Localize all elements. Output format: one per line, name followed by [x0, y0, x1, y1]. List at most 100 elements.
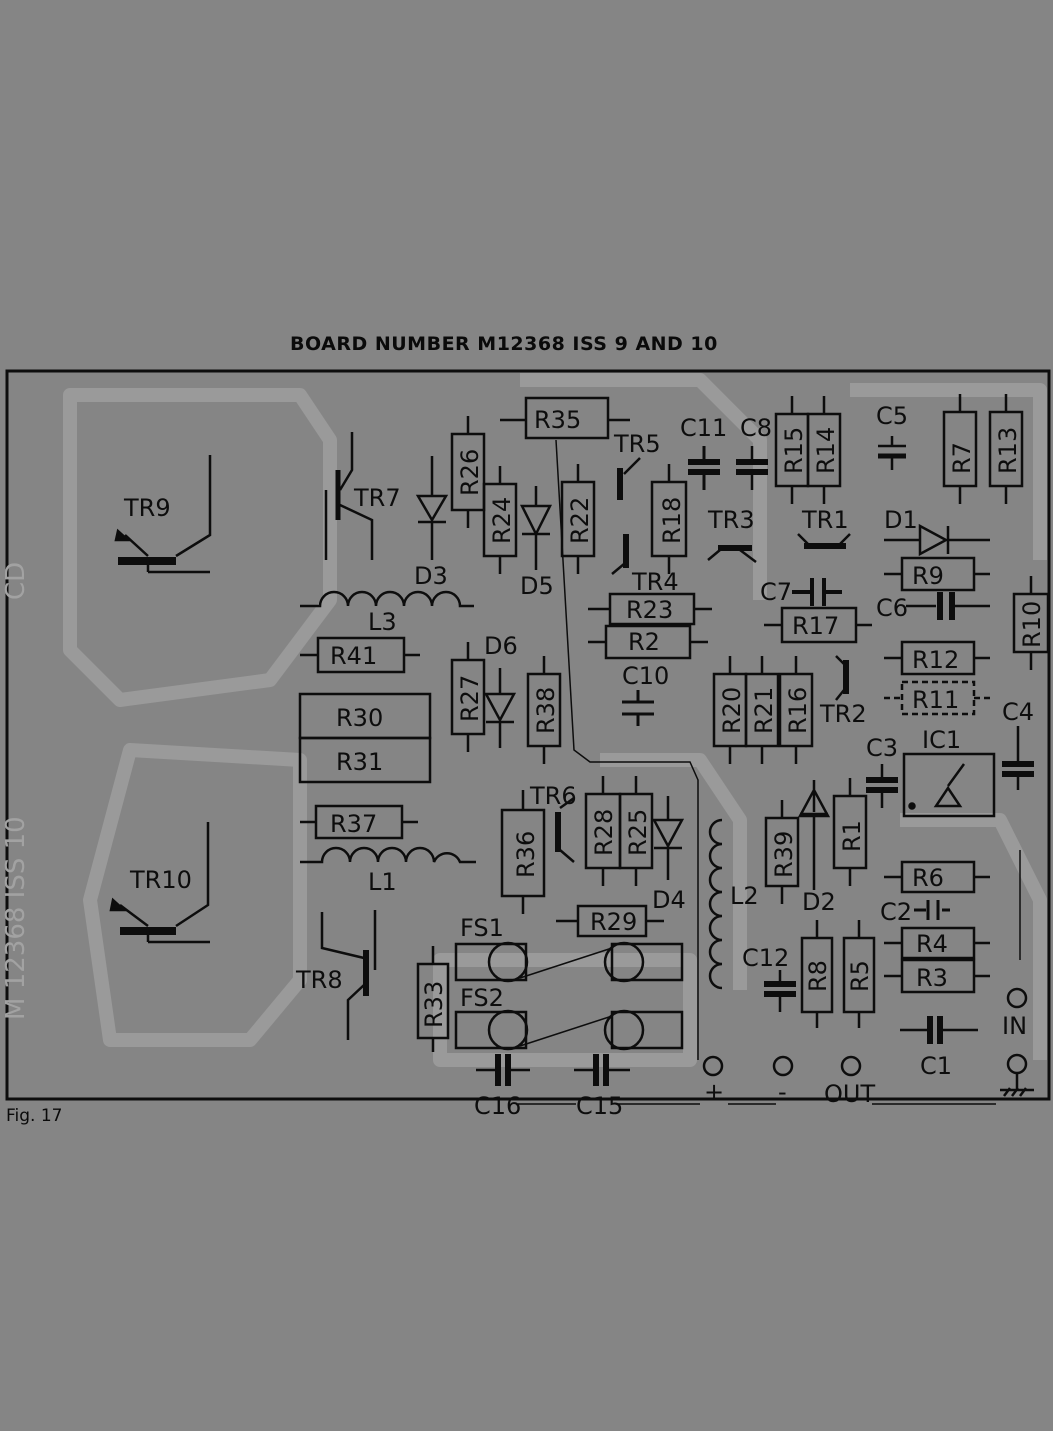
label-r17: R17	[792, 612, 839, 640]
capacitor-c1	[900, 1016, 978, 1044]
label-tr3: TR3	[707, 506, 755, 534]
label-c4: C4	[1002, 698, 1034, 726]
label-r12: R12	[912, 646, 959, 674]
diode-d4	[651, 796, 685, 880]
transistor-tr3	[707, 545, 757, 563]
figure-label: Fig. 17	[6, 1106, 63, 1126]
label-r18: R18	[658, 497, 686, 544]
label-c16: C16	[474, 1092, 521, 1120]
diode-d3	[415, 456, 449, 560]
capacitor-c15	[574, 1054, 630, 1086]
label-d1: D1	[884, 506, 918, 534]
label-r22: R22	[566, 497, 594, 544]
label-r14: R14	[812, 427, 840, 474]
label-r37: R37	[330, 810, 377, 838]
pad-plus	[702, 1055, 724, 1077]
label-r7: R7	[948, 442, 976, 474]
capacitor-c6	[906, 592, 990, 620]
capacitor-c2	[914, 900, 950, 920]
label-r6: R6	[912, 864, 944, 892]
label-l3: L3	[368, 608, 397, 636]
label-l1: L1	[368, 868, 397, 896]
capacitor-c4	[1002, 726, 1034, 790]
pad-minus	[772, 1055, 794, 1077]
label-tr7: TR7	[353, 484, 401, 512]
resistor-r11	[900, 680, 976, 716]
label-tr5: TR5	[613, 430, 661, 458]
pcb-traces	[63, 373, 1047, 1067]
board-title: BOARD NUMBER M12368 ISS 9 AND 10	[290, 333, 718, 355]
label-c15: C15	[576, 1092, 623, 1120]
transistor-tr4	[611, 534, 629, 575]
label-r13: R13	[994, 427, 1022, 474]
diode-d5	[519, 486, 553, 570]
inductor-l2	[708, 818, 723, 990]
label-r28: R28	[590, 809, 618, 856]
label-r31: R31	[336, 748, 383, 776]
label-r33: R33	[420, 981, 448, 1028]
label-c3: C3	[866, 734, 898, 762]
label-c6: C6	[876, 594, 908, 622]
resistor-r31	[298, 736, 432, 784]
label-r41: R41	[330, 642, 377, 670]
fuse-holder-fs2	[454, 1009, 684, 1051]
label-c11: C11	[680, 414, 727, 442]
label-r25: R25	[624, 809, 652, 856]
capacitor-c16	[476, 1054, 530, 1086]
label-d2: D2	[802, 888, 836, 916]
pad-ground	[1006, 1053, 1028, 1075]
fuse-holder-fs1	[454, 941, 684, 983]
ic1-chip	[902, 752, 996, 818]
component-labels: TR9 TR10 TR7 TR8 TR5 TR4 TR3 TR1 TR2 TR6…	[123, 402, 1046, 1120]
pad-out	[840, 1055, 862, 1077]
label-r20: R20	[718, 687, 746, 734]
label-minus: -	[778, 1078, 787, 1106]
label-r1: R1	[838, 820, 866, 852]
capacitor-c7	[792, 578, 842, 606]
label-tr6: TR6	[529, 782, 577, 810]
label-fs1: FS1	[460, 914, 504, 942]
label-r9: R9	[912, 562, 944, 590]
label-r26: R26	[456, 449, 484, 496]
label-d4: D4	[652, 886, 686, 914]
label-tr1: TR1	[801, 506, 849, 534]
label-tr9: TR9	[123, 494, 171, 522]
inductor-l1	[300, 846, 476, 864]
capacitor-c11	[688, 446, 720, 490]
label-r23: R23	[626, 596, 673, 624]
diode-d1	[884, 523, 990, 557]
label-r39: R39	[770, 831, 798, 878]
label-plus: +	[704, 1078, 724, 1106]
ghost-board-number: M 12368 ISS 10	[1, 816, 31, 1020]
label-r24: R24	[488, 497, 516, 544]
label-r27: R27	[456, 675, 484, 722]
label-tr10: TR10	[129, 866, 192, 894]
ground-symbol	[1000, 1074, 1034, 1097]
label-tr8: TR8	[295, 966, 343, 994]
capacitor-c3	[866, 764, 898, 808]
label-r21: R21	[750, 687, 778, 734]
transistor-tr8	[320, 910, 377, 1040]
label-r4: R4	[916, 930, 948, 958]
label-r38: R38	[532, 687, 560, 734]
transistor-tr1	[797, 533, 851, 549]
capacitor-c8	[736, 446, 768, 490]
label-fs2: FS2	[460, 984, 504, 1012]
label-r35: R35	[534, 406, 581, 434]
capacitor-c10	[622, 690, 654, 726]
capacitor-c12	[764, 970, 796, 1012]
ghost-text: CD	[1, 562, 31, 600]
label-d3: D3	[414, 562, 448, 590]
label-r8: R8	[804, 960, 832, 992]
label-r36: R36	[512, 831, 540, 878]
label-ic1: IC1	[922, 726, 961, 754]
label-c7: C7	[760, 578, 792, 606]
label-r2: R2	[628, 628, 660, 656]
diode-d2	[797, 780, 831, 890]
pad-in	[1006, 987, 1028, 1009]
label-r3: R3	[916, 964, 948, 992]
transistor-tr5	[617, 457, 641, 500]
label-c1: C1	[920, 1052, 952, 1080]
capacitor-c5	[878, 436, 906, 470]
